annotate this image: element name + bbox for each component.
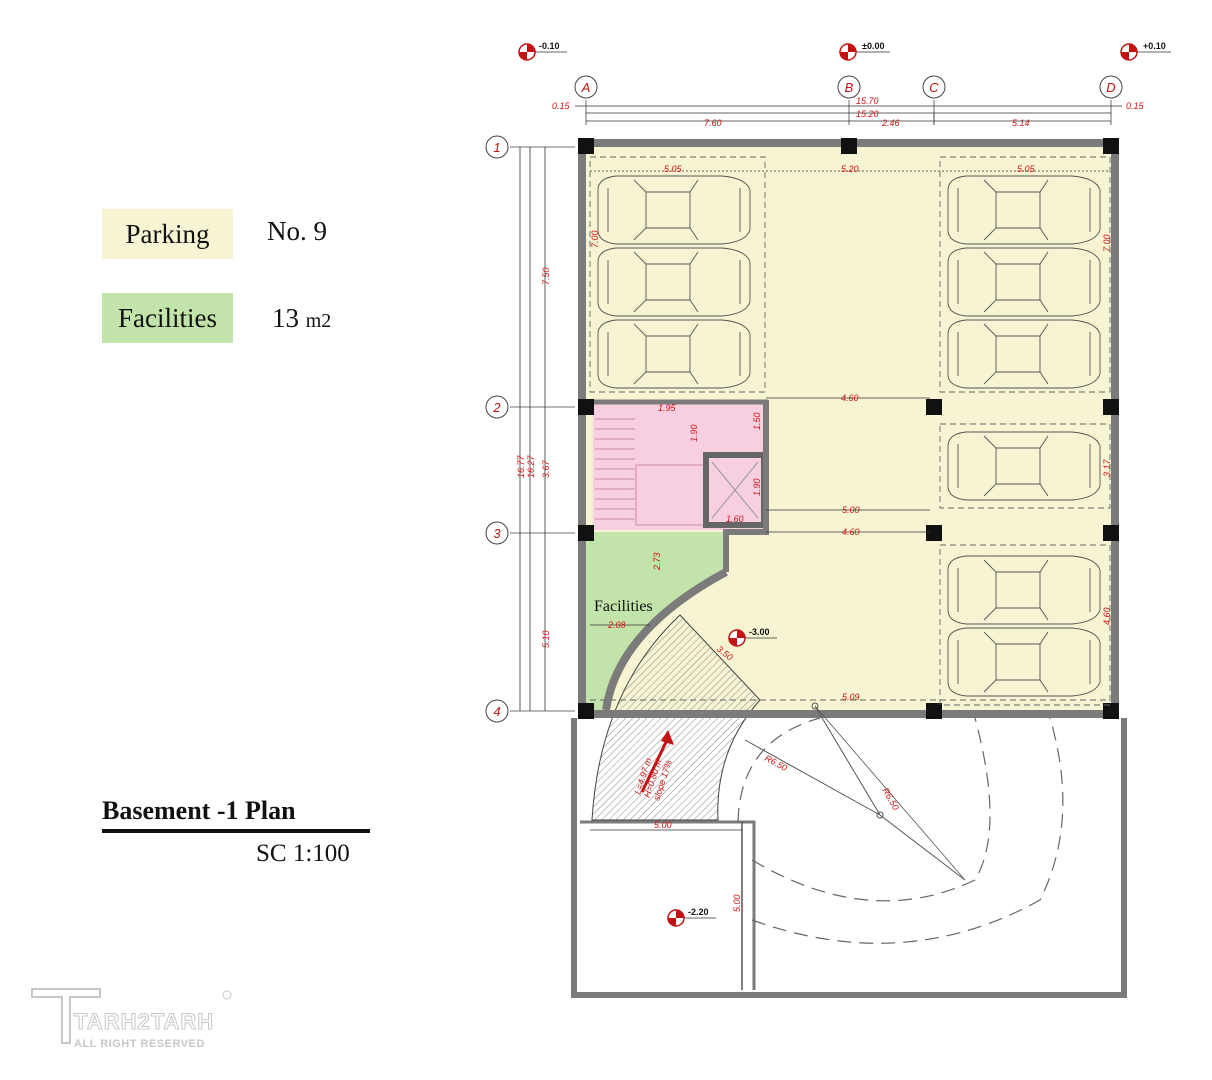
dim-door-h: 1.50 [752,412,762,430]
dim-top-left-offset: 0.15 [552,101,571,111]
dim-stair-h: 1.90 [689,424,699,442]
dim-facilities-w: 2.08 [607,620,626,630]
facilities-area [586,532,726,710]
dim-park-top-right-w: 5.05 [1017,164,1036,174]
level-marker: -0.10 [518,41,567,61]
grid-row-3: 3 [493,526,501,541]
dim-ramp-landing-w: 5.00 [654,820,672,830]
ramp-arrow [640,737,670,793]
dim-radius-outer: R6.50 [880,786,901,812]
dim-span-bc: 2.46 [881,118,900,128]
driving-path [737,717,1064,944]
grid-col-a: A [581,80,591,95]
legend-parking-label: Parking [125,218,210,249]
dim-aisle-c: 4.60 [842,527,860,537]
legend-facilities-unit: m2 [305,310,332,332]
tarh2tarh-logo: TARH2TARH ALL RIGHT RESERVED [31,988,232,1050]
legend-facilities-label: Facilities [118,302,217,333]
dim-lift-w: 1.60 [726,514,744,524]
grid-col-d: D [1106,80,1115,95]
logo-text: TARH2TARH [74,1009,214,1034]
legend-facilities-number: 13 [272,303,299,333]
structural-columns [578,138,1119,719]
level-marker: +0.10 [1120,41,1171,61]
dim-ramp-landing-h: 5.00 [732,894,742,912]
dim-span-ab: 7.60 [704,118,722,128]
dim-span-23: 3.67 [541,459,551,478]
level-right: +0.10 [1143,41,1166,51]
grid-bubbles-rows: 1 2 3 4 [485,135,575,723]
dim-top-right-offset: 0.15 [1126,101,1145,111]
facilities-room-label: Facilities [594,598,653,615]
dim-park-left-h: 7.00 [590,230,600,248]
legend-parking-value: No. 9 [267,216,327,246]
legend-parking-swatch: Parking [102,209,233,259]
plan-title: Basement -1 Plan [102,796,296,825]
dim-span-12: 7.50 [541,267,551,285]
grid-row-1: 1 [493,140,500,155]
level-marker: ±0.00 [839,41,890,61]
dim-park-right-h2: 3.17 [1102,458,1112,477]
dim-span-34: 5.10 [541,630,551,648]
dim-top-inner: 15.20 [856,109,879,119]
level-left: -0.10 [539,41,560,51]
grid-col-b: B [845,80,854,95]
dim-aisle-b: 5.00 [842,505,860,515]
dim-radius-inner: R6.50 [763,753,789,773]
legend-facilities-swatch: Facilities [102,293,233,343]
plan-scale: SC 1:100 [256,840,350,867]
dim-facilities-h: 2.73 [652,552,662,571]
dim-lift-h: 1.90 [752,478,762,496]
grid-row-2: 2 [492,400,501,415]
dim-top-total: 15.70 [856,96,879,106]
legend-facilities-value: 13 m2 [272,303,331,334]
grid-bubbles-columns: A B C D [574,75,1123,125]
dim-park-top-mid-w: 5.20 [841,164,859,174]
left-dimensions: 16.77 16.27 7.50 3.67 5.10 [516,147,551,711]
dim-left-total-a: 16.77 [516,454,526,478]
dim-left-total-b: 16.27 [526,454,536,478]
logo-subtext: ALL RIGHT RESERVED [74,1038,205,1050]
dim-park-top-left-w: 5.05 [664,164,683,174]
dim-aisle-a: 4.60 [841,393,859,403]
level-marker: -2.20 [667,907,716,927]
level-mid: ±0.00 [862,41,884,51]
dim-park-right-h3: 4.60 [1102,607,1112,625]
dim-park-right-h: 7.00 [1102,234,1112,252]
dim-span-cd: 5.14 [1012,118,1030,128]
level-marker: -3.00 [728,627,777,647]
level-parking: -3.00 [749,627,770,637]
top-dimensions: 0.15 15.70 15.20 0.15 7.60 2.46 5.14 [552,96,1145,128]
title-rule [102,829,370,833]
dim-stair-w: 1.95 [658,403,677,413]
grid-row-4: 4 [493,704,500,719]
stair-flight [595,412,635,520]
grid-col-c: C [929,80,939,95]
dim-bottom-aisle: 5.09 [842,692,860,702]
level-ramp-bottom: -2.20 [688,907,709,917]
